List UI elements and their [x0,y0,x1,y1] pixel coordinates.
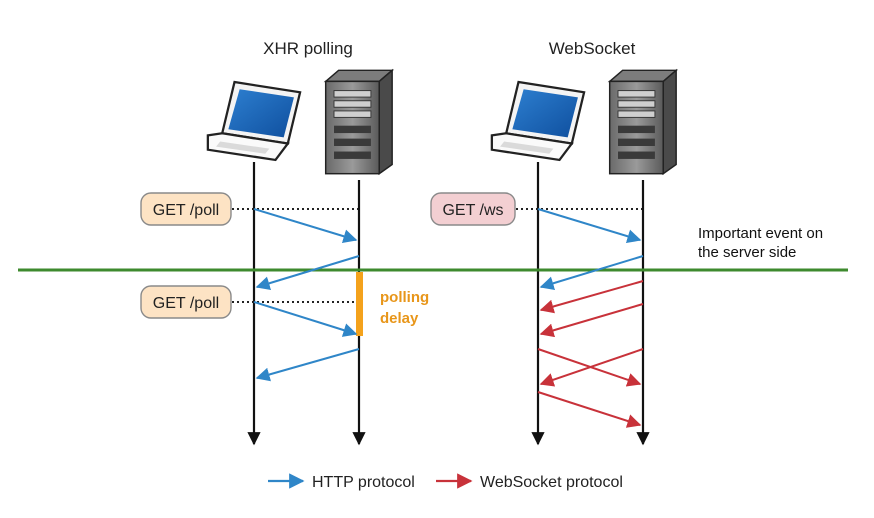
xhr-second-get-poll-label: GET /poll [153,295,219,312]
ws-handshake-request-arrow [537,208,642,244]
important-event-label-line1: Important event on [698,225,823,242]
xhr-polling-title: XHR polling [263,39,353,58]
ws-client-laptop-icon [490,80,586,162]
ws-message-arrow-4 [539,348,644,387]
ws-handshake-response-arrow [539,255,644,291]
polling-delay-label-line1: polling [380,289,429,306]
polling-delay-label-line2: delay [380,310,419,327]
xhr-client-laptop-icon [206,80,302,162]
xhr-server-icon [324,69,393,175]
xhr-http-arrows [253,208,360,382]
ws-handshake-arrows [537,208,644,291]
important-event-label-line2: the server side [698,244,796,261]
ws-message-arrow-2 [539,303,644,338]
xhr-first-get-poll-label: GET /poll [153,202,219,219]
ws-server-icon [608,69,677,175]
xhr-second-get-poll-pill: GET /poll [140,285,232,319]
ws-get-ws-label: GET /ws [442,202,503,219]
websocket-title: WebSocket [549,39,636,58]
ws-message-arrows [537,280,644,428]
xhr-response-arrow-1 [255,255,360,291]
xhr-first-get-poll-pill: GET /poll [140,192,232,226]
xhr-response-arrow-2 [255,348,360,382]
polling-delay-bar [356,272,363,336]
ws-message-arrow-1 [539,280,644,314]
ws-get-ws-pill: GET /ws [430,192,516,226]
legend-ws-label: WebSocket protocol [480,474,623,491]
ws-message-arrow-5 [537,391,642,428]
xhr-request-arrow-2 [253,301,358,337]
legend-http-label: HTTP protocol [312,474,415,491]
xhr-request-arrow-1 [253,208,358,244]
legend: HTTP protocol WebSocket protocol [268,473,623,491]
